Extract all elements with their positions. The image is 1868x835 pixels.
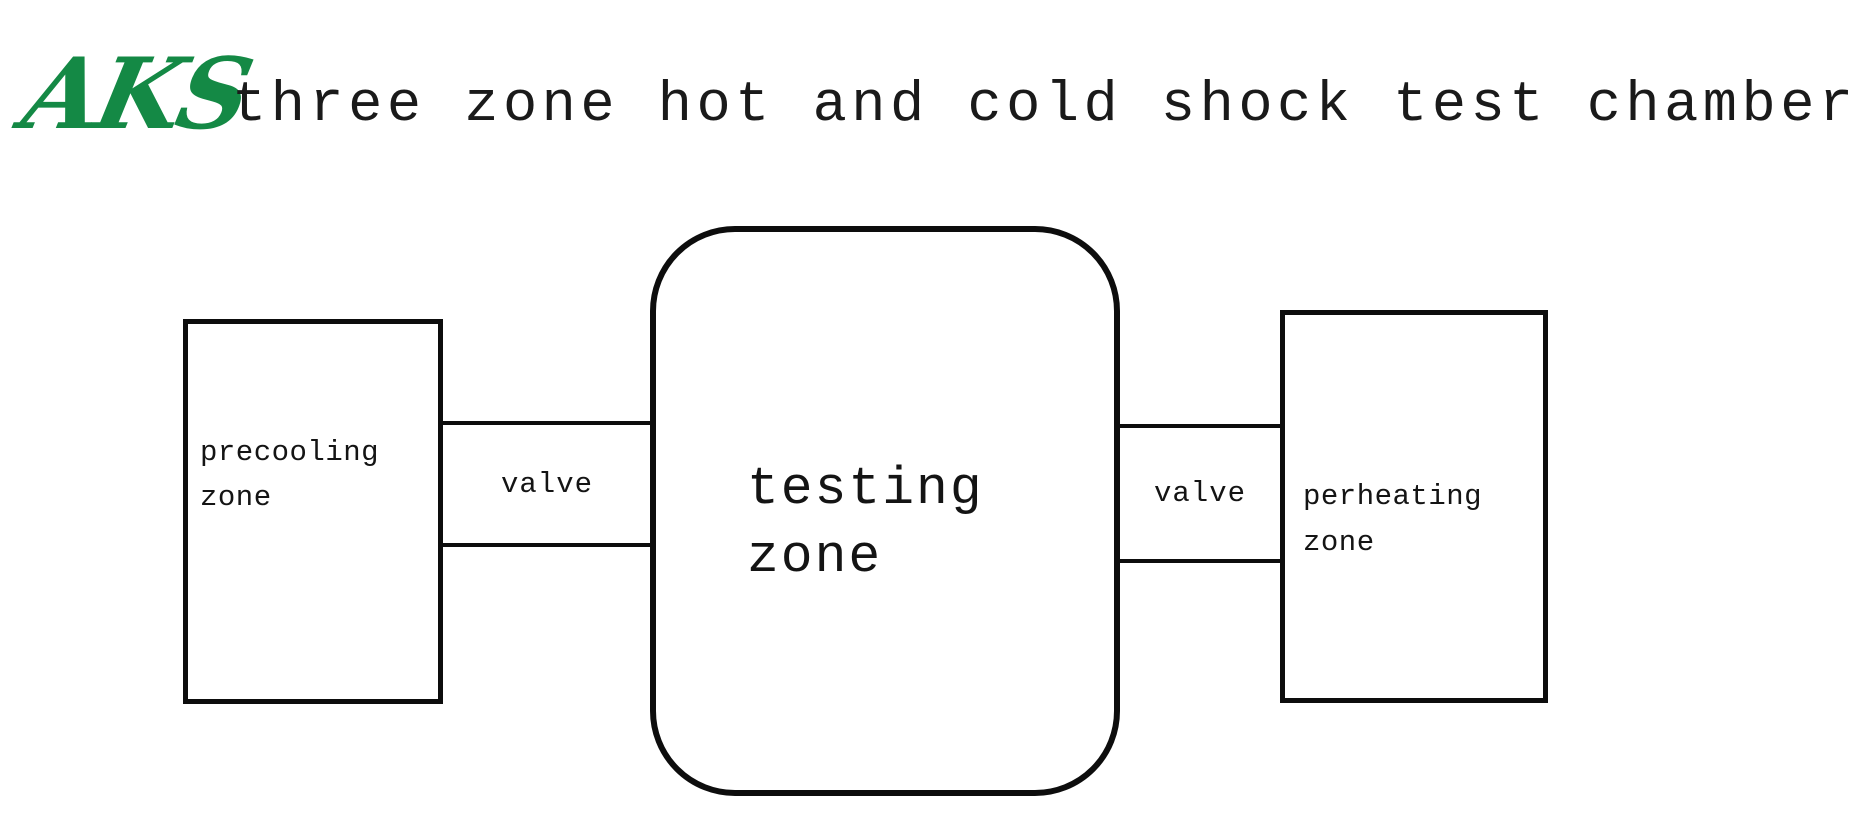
precooling-zone-box [183,319,443,704]
testing-zone-label-line2: zone [747,527,883,587]
right-valve-connector: valve [1116,424,1284,563]
precooling-zone-label-line1: precooling [200,436,380,469]
precooling-zone-label-line2: zone [200,481,272,514]
brand-logo: AKS [13,37,259,152]
page-title: three zone hot and cold shock test chamb… [232,74,1858,138]
testing-zone-box [650,226,1120,796]
left-valve-label: valve [500,467,593,501]
testing-zone-label: testing zone [747,455,984,591]
preheating-zone-label: perheating zone [1303,474,1482,566]
testing-zone-label-line1: testing [747,459,984,519]
preheating-zone-box [1280,310,1548,703]
right-valve-label: valve [1153,477,1246,510]
left-valve-connector: valve [440,421,654,547]
precooling-zone-label: precooling zone [200,430,379,520]
preheating-zone-label-line2: zone [1303,526,1375,559]
preheating-zone-label-line1: perheating [1303,480,1483,513]
